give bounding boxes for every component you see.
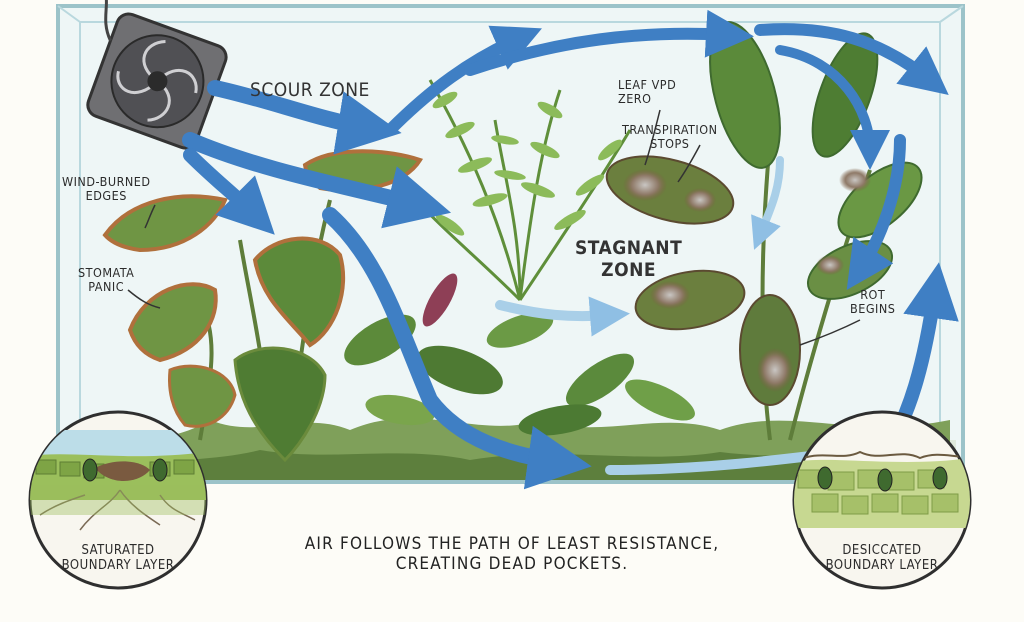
label-leaf-vpd-zero: LEAF VPD ZERO xyxy=(618,77,677,107)
label-saturated-boundary-layer: SATURATED BOUNDARY LAYER xyxy=(42,543,194,574)
label-transpiration-line1: TRANSPIRATION xyxy=(622,122,718,137)
label-stagnant-line2: ZONE xyxy=(601,258,657,281)
caption: AIR FOLLOWS THE PATH OF LEAST RESISTANCE… xyxy=(262,534,762,574)
label-stomata-panic: STOMATA PANIC xyxy=(78,265,135,295)
label-stagnant-line1: STAGNANT xyxy=(575,237,683,259)
rotting-plant xyxy=(605,21,923,441)
label-transpiration-line2: STOPS xyxy=(650,136,690,152)
wind-burned-plant xyxy=(102,149,424,463)
label-desiccated-boundary-layer: DESICCATED BOUNDARY LAYER xyxy=(806,543,958,574)
airflow-arrows xyxy=(182,9,959,490)
label-transpiration-stops: TRANSPIRATION STOPS xyxy=(622,122,718,152)
label-desiccated-line1: DESICCATED xyxy=(842,543,922,558)
label-leaf-vpd-line1: LEAF VPD xyxy=(618,77,677,92)
fern xyxy=(398,79,632,302)
label-wind-burned-line1: WIND-BURNED xyxy=(62,174,151,189)
label-desiccated-line2: BOUNDARY LAYER xyxy=(825,557,939,573)
desiccated-boundary-inset xyxy=(792,410,972,590)
label-wind-burned-line2: EDGES xyxy=(85,188,127,204)
caption-line2: CREATING DEAD POCKETS. xyxy=(395,553,629,574)
label-saturated-line1: SATURATED xyxy=(81,543,155,558)
label-wind-burned-edges: WIND-BURNED EDGES xyxy=(62,174,151,204)
label-leaf-vpd-line2: ZERO xyxy=(618,91,652,107)
label-rot-line2: BEGINS xyxy=(850,301,896,317)
caption-line1: AIR FOLLOWS THE PATH OF LEAST RESISTANCE… xyxy=(304,534,720,554)
calathea-plants xyxy=(344,273,695,436)
label-stagnant-zone: STAGNANT ZONE xyxy=(575,237,683,282)
fan-icon xyxy=(86,0,228,150)
label-stomata-line1: STOMATA xyxy=(78,265,135,280)
label-rot-begins: ROT BEGINS xyxy=(850,287,896,317)
saturated-boundary-inset xyxy=(28,410,208,590)
leader-lines xyxy=(127,109,861,346)
label-scour-zone: SCOUR ZONE xyxy=(250,79,370,101)
label-stomata-line2: PANIC xyxy=(88,279,125,295)
label-rot-line1: ROT xyxy=(860,287,886,302)
label-saturated-line2: BOUNDARY LAYER xyxy=(61,557,175,573)
